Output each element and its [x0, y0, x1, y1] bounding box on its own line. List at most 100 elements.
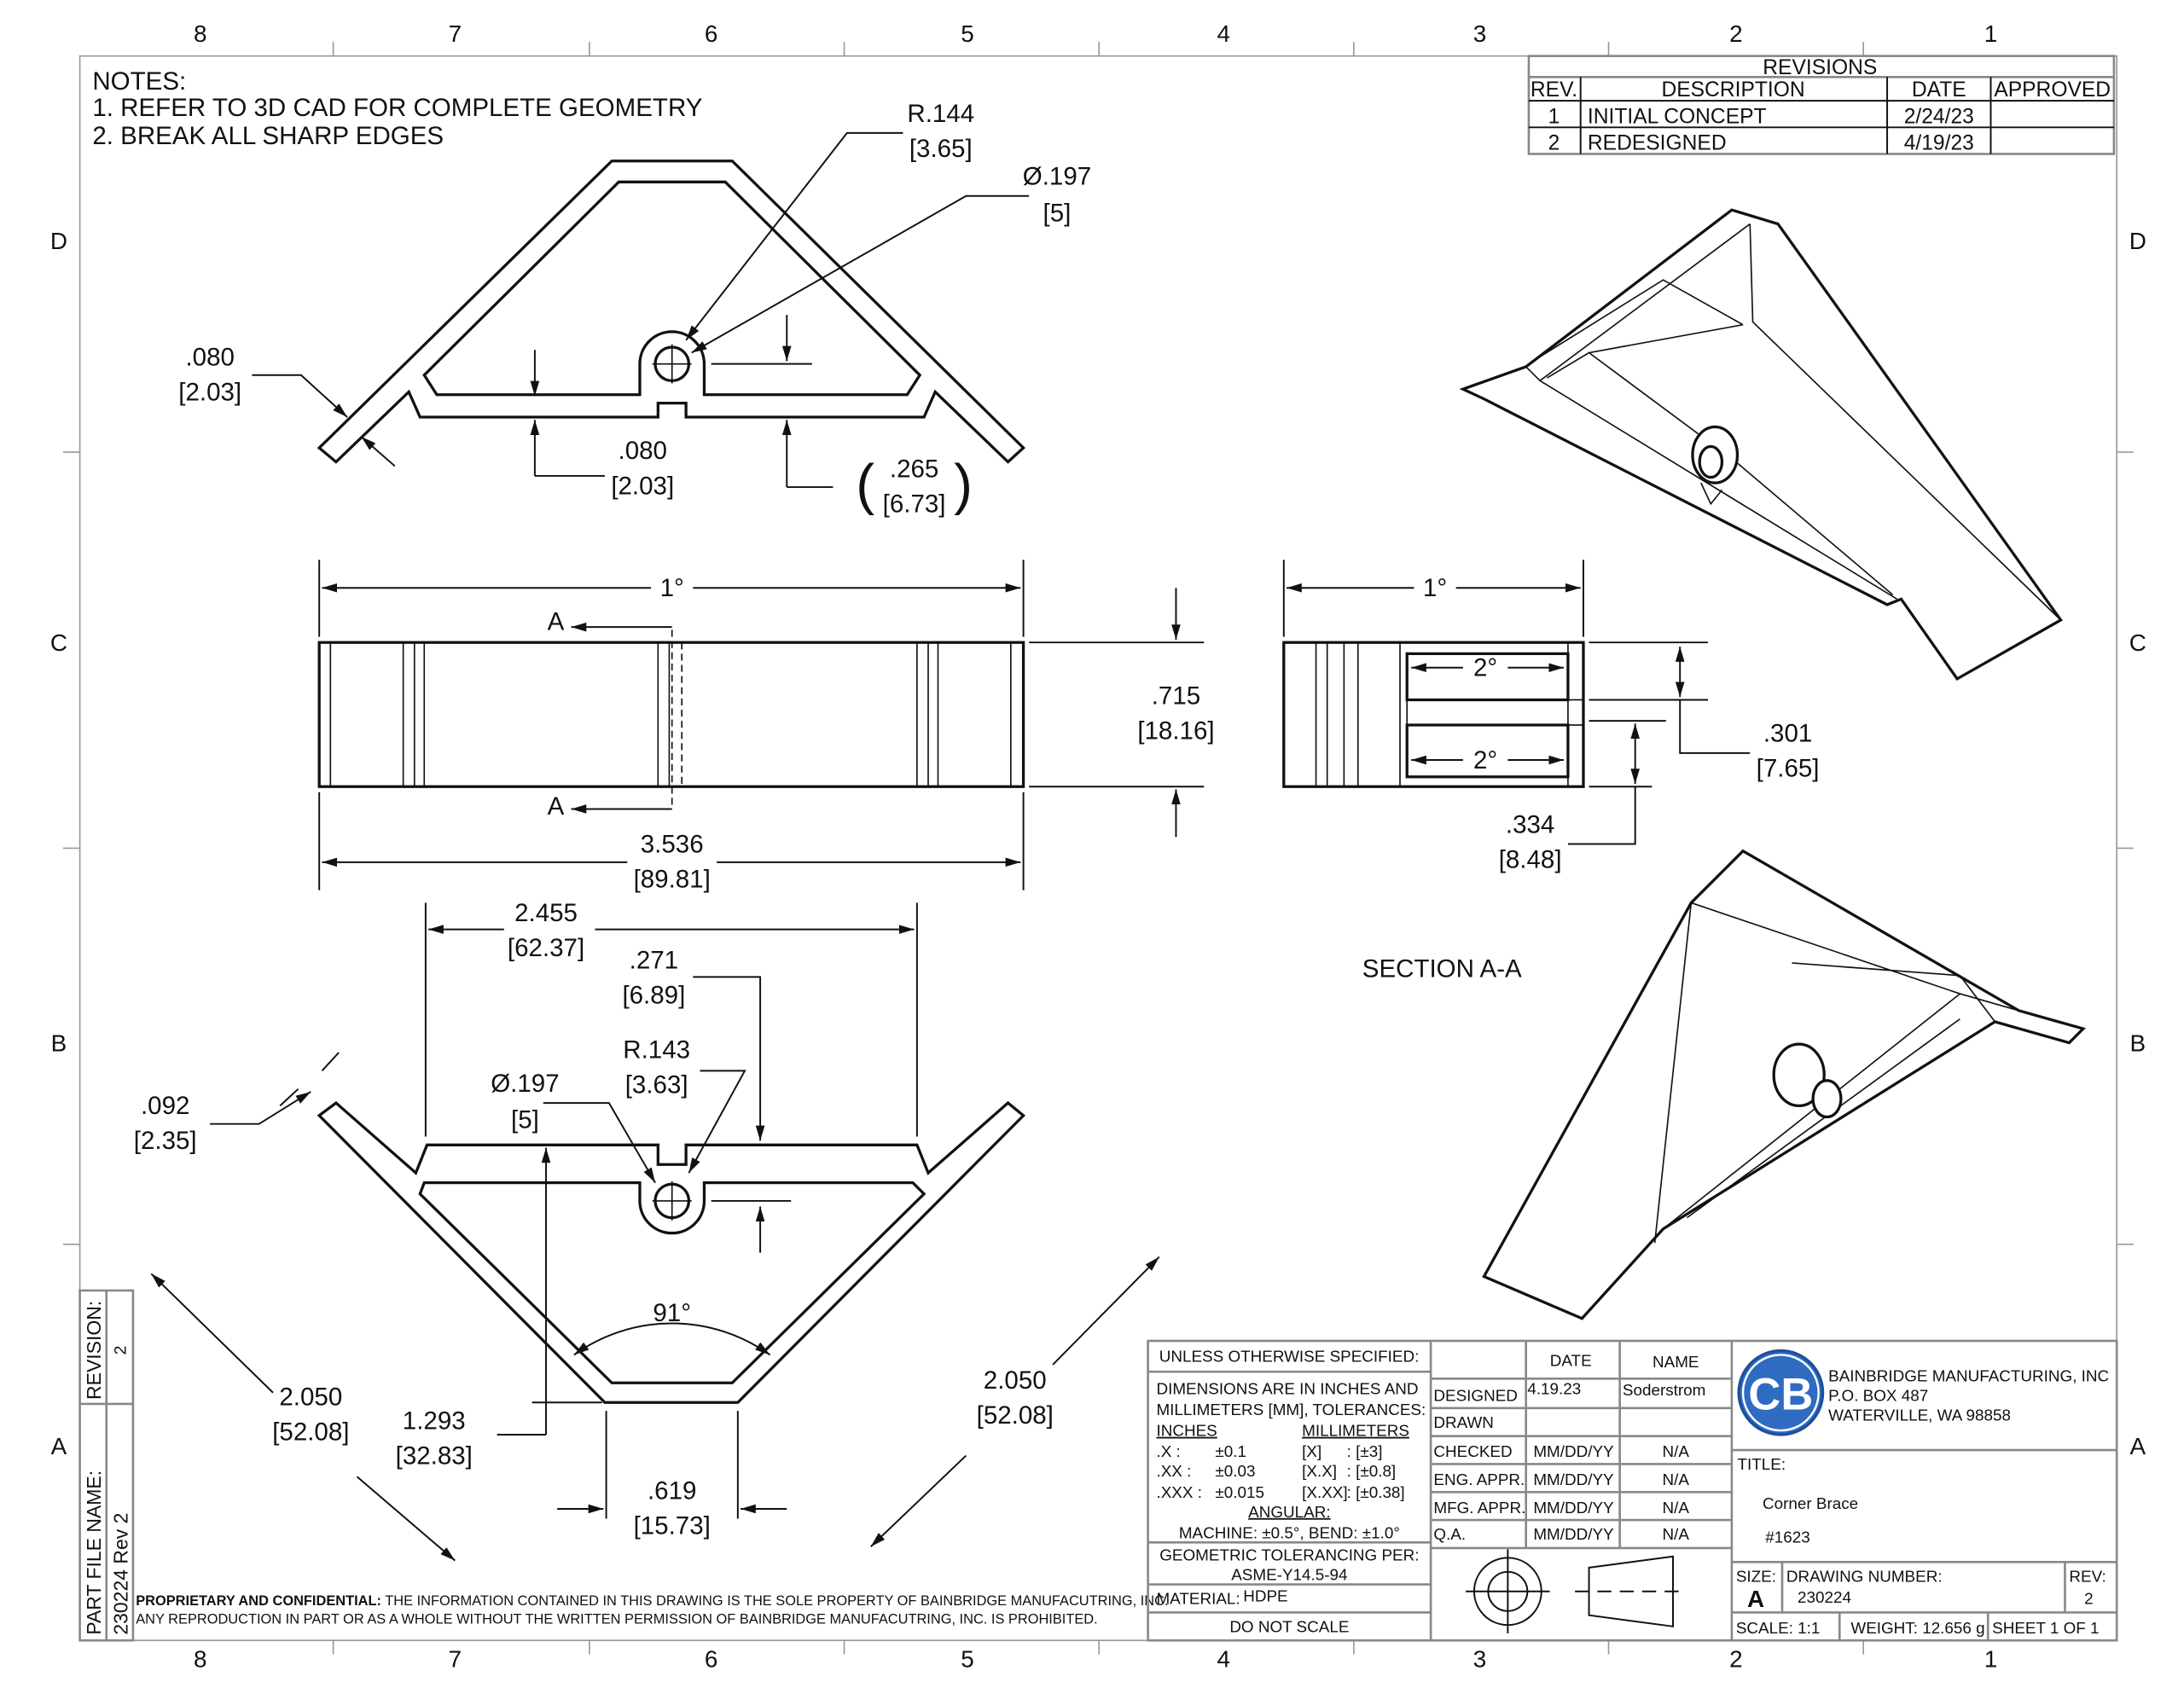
svg-text:[8.48]: [8.48]	[1499, 845, 1562, 873]
svg-text:REV.: REV.	[1531, 78, 1577, 102]
svg-text:UNLESS OTHERWISE SPECIFIED:: UNLESS OTHERWISE SPECIFIED:	[1159, 1348, 1420, 1366]
approval-row: MFG. APPR. MM/DD/YY N/A	[1433, 1499, 1689, 1517]
svg-text:[5]: [5]	[511, 1106, 539, 1134]
svg-text:[52.08]: [52.08]	[272, 1418, 349, 1447]
svg-text:MM/DD/YY: MM/DD/YY	[1533, 1525, 1614, 1543]
svg-text:5: 5	[961, 20, 974, 47]
svg-text:R.144: R.144	[907, 100, 974, 128]
section-label: SECTION A-A	[1362, 954, 1522, 983]
svg-text:A: A	[548, 607, 565, 635]
svg-text:.301: .301	[1763, 720, 1812, 748]
top-view: R.144 [3.65] Ø.197 [5] .080 [2.03] .080 [2.0…	[178, 100, 1091, 519]
svg-text:Q.A.: Q.A.	[1433, 1525, 1466, 1543]
svg-text:#1623: #1623	[1765, 1528, 1809, 1546]
svg-text:[6.73]: [6.73]	[883, 490, 946, 519]
isometric-view-bottom	[1482, 849, 2086, 1320]
section-view: 2° 2° 1° .301[7.65] .334[8.48] SECTION A…	[1282, 560, 1820, 983]
svg-text:REVISIONS: REVISIONS	[1763, 56, 1877, 79]
bottom-view: 2.455[62.37] .271[6.89] R.143[3.63] Ø.19…	[134, 899, 1160, 1562]
svg-text:A: A	[548, 792, 565, 821]
svg-text:GEOMETRIC TOLERANCING PER:: GEOMETRIC TOLERANCING PER:	[1159, 1546, 1419, 1564]
svg-text:.XX :: .XX :	[1156, 1462, 1191, 1480]
svg-text:CHECKED: CHECKED	[1433, 1442, 1512, 1460]
svg-text:HDPE: HDPE	[1243, 1586, 1287, 1604]
svg-text:[6.89]: [6.89]	[622, 982, 685, 1010]
svg-text:.619: .619	[648, 1476, 696, 1505]
svg-text:3.536: 3.536	[641, 830, 704, 858]
svg-text:[X]: [X]	[1302, 1442, 1321, 1460]
svg-text:A: A	[51, 1433, 67, 1459]
svg-text:1. REFER TO 3D CAD FOR COMPLE: 1. REFER TO 3D CAD FOR COMPLETE GEOMETRY	[92, 94, 702, 122]
approval-row: DRAWN	[1433, 1413, 1494, 1431]
svg-text:±0.03: ±0.03	[1215, 1462, 1255, 1480]
svg-text:SIZE:: SIZE:	[1736, 1567, 1776, 1585]
svg-text:P.O. BOX 487: P.O. BOX 487	[1828, 1387, 1928, 1405]
revision-row: 2 REDESIGNED 4/19/23	[1548, 132, 1974, 155]
svg-text:[3.65]: [3.65]	[909, 135, 973, 163]
svg-text:MFG. APPR.: MFG. APPR.	[1433, 1499, 1525, 1517]
svg-text:APPROVED: APPROVED	[1994, 78, 2111, 102]
company-logo: CB	[1737, 1349, 1825, 1436]
svg-text:SHEET 1 OF 1: SHEET 1 OF 1	[1992, 1619, 2099, 1637]
svg-text:NAME: NAME	[1653, 1353, 1699, 1371]
svg-text:C: C	[50, 629, 67, 656]
svg-text:8: 8	[194, 20, 207, 47]
svg-text:: [±0.38]: : [±0.38]	[1347, 1483, 1405, 1501]
svg-text:A: A	[2130, 1433, 2146, 1459]
svg-text:SCALE: 1:1: SCALE: 1:1	[1736, 1619, 1821, 1637]
svg-text:: [±0.8]: : [±0.8]	[1347, 1462, 1397, 1480]
svg-text:±0.1: ±0.1	[1215, 1442, 1246, 1460]
drawing-title: Corner Brace	[1763, 1494, 1858, 1512]
side-block: REVISION: 2 PART FILE NAME: 230224 Rev 2	[78, 1289, 135, 1642]
svg-text:PART FILE NAME:: PART FILE NAME:	[83, 1470, 105, 1635]
svg-text:MM/DD/YY: MM/DD/YY	[1533, 1470, 1614, 1488]
svg-text:MM/DD/YY: MM/DD/YY	[1533, 1499, 1614, 1517]
svg-text:[62.37]: [62.37]	[508, 934, 584, 962]
svg-text:2°: 2°	[1473, 654, 1497, 682]
svg-text:230224: 230224	[1798, 1588, 1851, 1606]
svg-text:.X :: .X :	[1156, 1442, 1180, 1460]
svg-text:.080: .080	[619, 437, 667, 465]
svg-text:[X.X]: [X.X]	[1302, 1462, 1337, 1480]
svg-text:[3.63]: [3.63]	[625, 1071, 688, 1099]
svg-text:MACHINE: ±0.5°, BEND: ±1.0°: MACHINE: ±0.5°, BEND: ±1.0°	[1179, 1523, 1400, 1541]
svg-text:[52.08]: [52.08]	[977, 1401, 1054, 1430]
svg-text:230224 Rev 2: 230224 Rev 2	[109, 1513, 131, 1635]
svg-text:[5]: [5]	[1043, 199, 1072, 227]
svg-text:.080: .080	[185, 343, 234, 371]
svg-text:2: 2	[112, 1345, 131, 1354]
svg-text:3: 3	[1473, 20, 1487, 47]
svg-text:.XXX :: .XXX :	[1156, 1483, 1201, 1501]
svg-text:R.143: R.143	[623, 1036, 690, 1064]
svg-text:[2.03]: [2.03]	[611, 472, 674, 500]
svg-text:DIMENSIONS ARE IN INCHES AND: DIMENSIONS ARE IN INCHES AND	[1156, 1379, 1418, 1397]
svg-text:4: 4	[1217, 1645, 1230, 1672]
svg-text:7: 7	[449, 20, 462, 47]
svg-text:[18.16]: [18.16]	[1137, 716, 1214, 745]
svg-text:N/A: N/A	[1663, 1442, 1690, 1460]
svg-text:N/A: N/A	[1663, 1499, 1690, 1517]
svg-text:1: 1	[1984, 1645, 1998, 1672]
svg-text:2: 2	[1729, 1645, 1743, 1672]
svg-text:[2.03]: [2.03]	[178, 378, 241, 406]
svg-text:[89.81]: [89.81]	[634, 865, 711, 893]
svg-text:5: 5	[961, 1645, 974, 1672]
svg-text:[7.65]: [7.65]	[1757, 755, 1820, 783]
svg-text:N/A: N/A	[1663, 1525, 1690, 1543]
front-view: 1° A A .715[18.16] 3.536[89.81]	[317, 560, 1215, 893]
notes: NOTES: 1. REFER TO 3D CAD FOR COMPLETE G…	[92, 67, 702, 150]
svg-text:A: A	[1747, 1586, 1764, 1612]
title-block: UNLESS OTHERWISE SPECIFIED: DIMENSIONS A…	[1147, 1339, 2118, 1642]
projection-symbol	[1466, 1549, 1681, 1634]
svg-text:DATE: DATE	[1550, 1352, 1592, 1370]
svg-text:.092: .092	[141, 1092, 189, 1120]
svg-text:DRAWING NUMBER:: DRAWING NUMBER:	[1786, 1567, 1943, 1585]
svg-text:1: 1	[1984, 20, 1998, 47]
svg-text:2. BREAK ALL SHARP EDGES: 2. BREAK ALL SHARP EDGES	[92, 122, 444, 150]
svg-text:WEIGHT: 12.656 g: WEIGHT: 12.656 g	[1850, 1619, 1984, 1637]
svg-text:Ø.197: Ø.197	[1023, 163, 1091, 191]
svg-text:): )	[954, 454, 973, 516]
